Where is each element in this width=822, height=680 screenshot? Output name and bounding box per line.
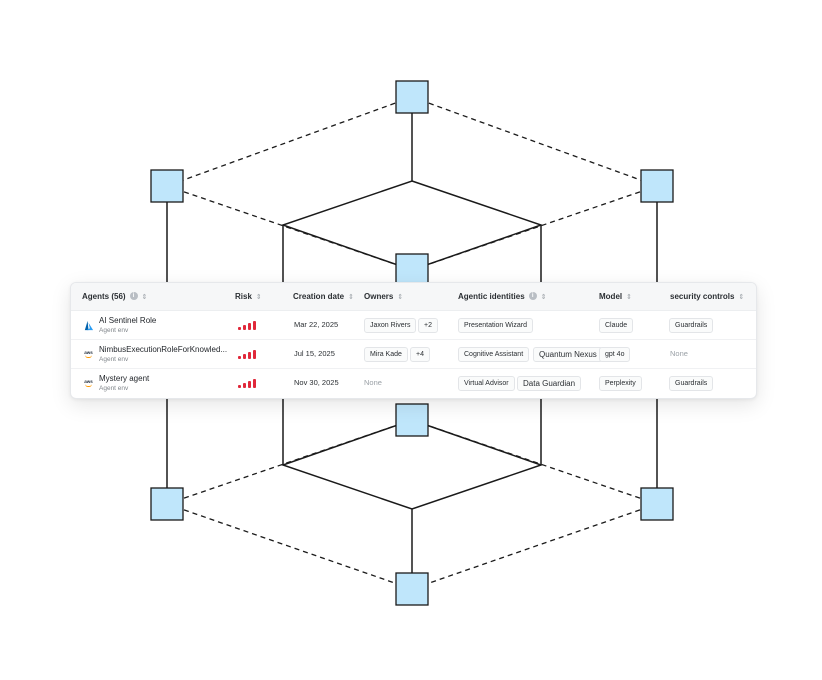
agent-env: Agent env bbox=[99, 385, 129, 392]
column-header-agents[interactable]: Agents (56)i⇕ bbox=[82, 283, 147, 310]
agent-env: Agent env bbox=[99, 356, 129, 363]
owner-chip[interactable]: Jaxon Rivers bbox=[364, 318, 417, 333]
model-chip[interactable]: Claude bbox=[599, 318, 634, 333]
agent-env: Agent env bbox=[99, 327, 129, 334]
column-label-creation-date: Creation date bbox=[293, 292, 345, 301]
sort-icon[interactable]: ⇕ bbox=[626, 294, 632, 301]
sort-icon[interactable]: ⇕ bbox=[255, 294, 262, 301]
column-label-security-controls: security controls bbox=[670, 292, 735, 301]
owner-more-chip[interactable]: +2 bbox=[418, 318, 438, 333]
identity-chip[interactable]: Presentation Wizard bbox=[458, 318, 534, 333]
node-top bbox=[395, 80, 429, 114]
table-row[interactable]: aws NimbusExecutionRoleForKnowled... Age… bbox=[71, 340, 756, 369]
sort-icon[interactable]: ⇕ bbox=[397, 294, 404, 301]
risk-indicator bbox=[238, 379, 256, 388]
column-header-model[interactable]: Model⇕ bbox=[599, 283, 632, 310]
risk-indicator bbox=[238, 321, 256, 330]
table-row[interactable]: aws Mystery agent Agent env Nov 30, 2025… bbox=[71, 369, 756, 397]
column-label-model: Model bbox=[599, 292, 623, 301]
column-label-agentic-identities: Agentic identities bbox=[458, 292, 525, 301]
security-control-chip[interactable]: Guardrails bbox=[669, 376, 714, 391]
agent-name[interactable]: NimbusExecutionRoleForKnowled... bbox=[99, 345, 228, 354]
node-lower-left bbox=[150, 487, 184, 521]
agents-table: Agents (56)i⇕ Risk⇕ Creation date⇕ Owner… bbox=[70, 282, 757, 399]
node-upper-right bbox=[640, 169, 674, 203]
agent-name[interactable]: AI Sentinel Role bbox=[99, 316, 157, 325]
identity-chip[interactable]: Virtual Advisor bbox=[458, 376, 515, 391]
sort-icon[interactable]: ⇕ bbox=[348, 294, 354, 301]
table-header: Agents (56)i⇕ Risk⇕ Creation date⇕ Owner… bbox=[71, 283, 756, 311]
owner-none: None bbox=[364, 378, 382, 387]
security-control-chip[interactable]: Guardrails bbox=[669, 318, 714, 333]
security-control-none: None bbox=[670, 349, 688, 358]
creation-date: Mar 22, 2025 bbox=[294, 320, 339, 329]
diagram-nodes bbox=[150, 80, 674, 606]
sort-icon[interactable]: ⇕ bbox=[738, 294, 745, 301]
identity-chip[interactable]: Cognitive Assistant bbox=[458, 347, 530, 362]
node-center-top bbox=[395, 253, 429, 287]
info-icon[interactable]: i bbox=[528, 291, 537, 300]
creation-date: Nov 30, 2025 bbox=[294, 378, 339, 387]
identity-chip[interactable]: Data Guardian bbox=[517, 376, 582, 391]
column-label-owners: Owners bbox=[364, 292, 394, 301]
sort-icon[interactable]: ⇕ bbox=[540, 294, 547, 301]
column-header-risk[interactable]: Risk⇕ bbox=[235, 283, 262, 310]
column-header-owners[interactable]: Owners⇕ bbox=[364, 283, 403, 310]
aws-label: aws bbox=[84, 379, 93, 384]
info-icon[interactable]: i bbox=[129, 291, 138, 300]
owner-chip[interactable]: Mira Kade bbox=[364, 347, 408, 362]
node-bottom bbox=[395, 572, 429, 606]
identity-chip[interactable]: Quantum Nexus bbox=[533, 347, 603, 362]
model-chip[interactable]: Perplexity bbox=[599, 376, 642, 391]
risk-indicator bbox=[238, 350, 256, 359]
node-center-bottom bbox=[395, 403, 429, 437]
aws-label: aws bbox=[84, 350, 93, 355]
aws-icon: aws bbox=[83, 379, 94, 388]
azure-icon bbox=[84, 320, 94, 331]
node-upper-left bbox=[150, 169, 184, 203]
model-chip[interactable]: gpt 4o bbox=[599, 347, 631, 362]
node-lower-right bbox=[640, 487, 674, 521]
owner-more-chip[interactable]: +4 bbox=[410, 347, 430, 362]
column-header-creation-date[interactable]: Creation date⇕ bbox=[293, 283, 354, 310]
sort-icon[interactable]: ⇕ bbox=[141, 294, 148, 301]
table-row[interactable]: AI Sentinel Role Agent env Mar 22, 2025 … bbox=[71, 311, 756, 340]
column-label-risk: Risk bbox=[235, 292, 252, 301]
column-label-agents: Agents (56) bbox=[82, 292, 126, 301]
aws-icon: aws bbox=[83, 350, 94, 359]
column-header-security-controls[interactable]: security controls⇕ bbox=[670, 283, 744, 310]
agent-name[interactable]: Mystery agent bbox=[99, 374, 150, 383]
creation-date: Jul 15, 2025 bbox=[294, 349, 335, 358]
